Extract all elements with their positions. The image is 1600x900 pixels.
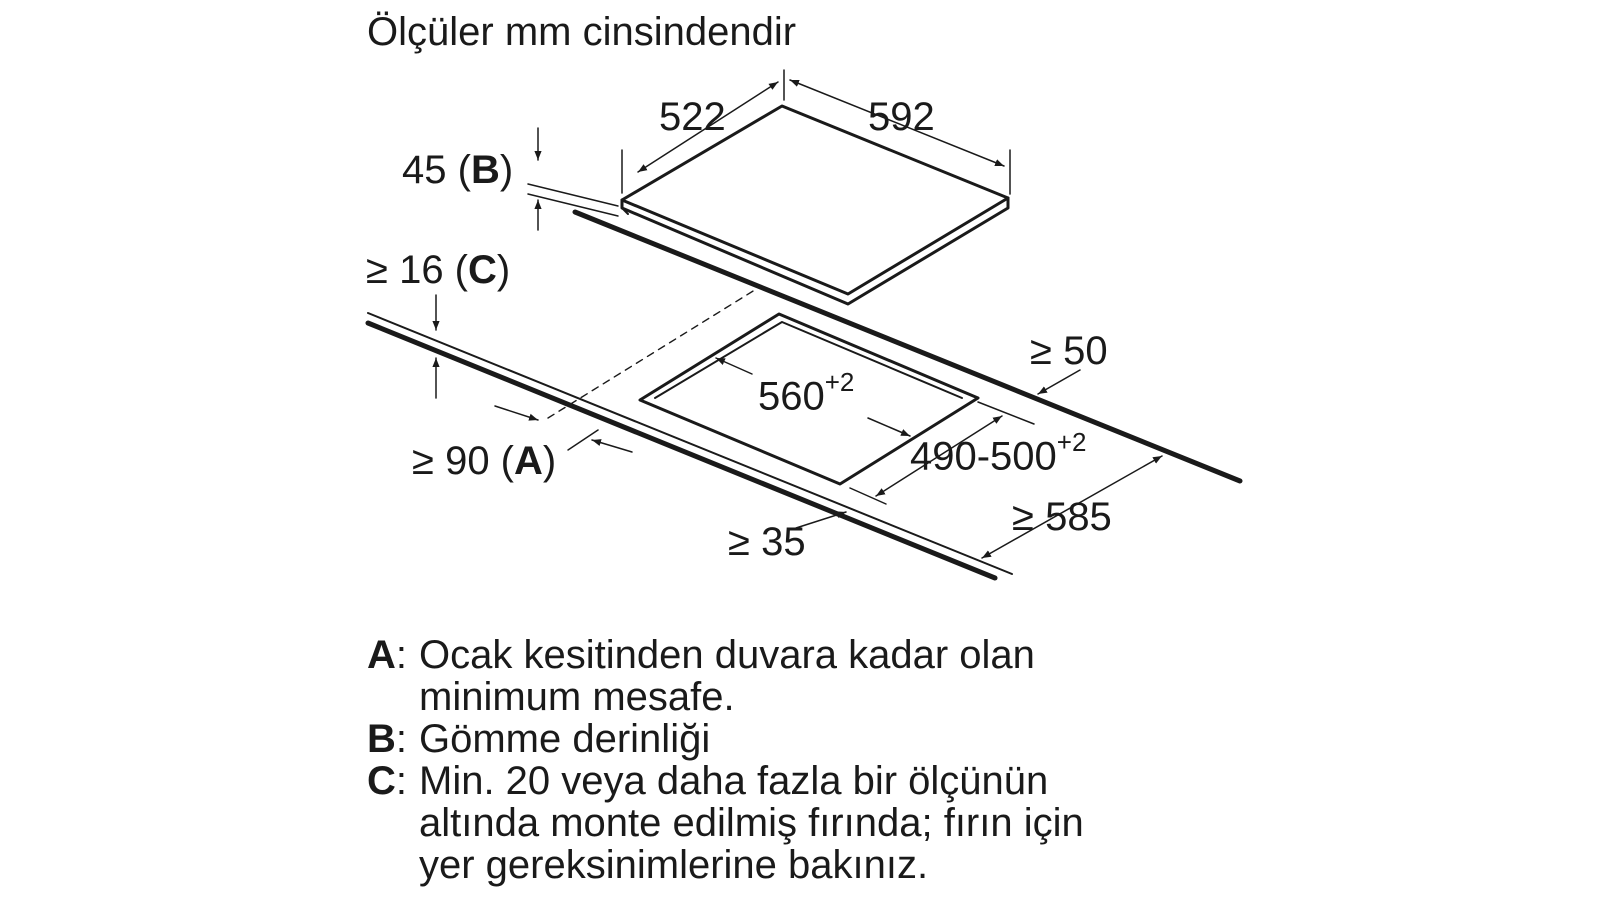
dim-592-label: 592: [868, 95, 935, 139]
dim-90-lines: [494, 405, 633, 453]
legend-item-c: C: Min. 20 veya daha fazla bir ölçünün a…: [367, 759, 1084, 887]
dim-45-label: 45 (B): [402, 148, 514, 192]
dim-45-lines: [527, 127, 619, 231]
legend-text: Min. 20 veya daha fazla bir ölçünün altı…: [419, 759, 1084, 887]
dim-50-lines: [1037, 369, 1081, 395]
cutout: [638, 312, 980, 486]
legend-key: A: [367, 633, 396, 677]
dim-560-label: 560+2: [758, 367, 855, 419]
dim-522-lines: [621, 69, 785, 194]
dim-16-label: ≥ 16 (C): [366, 248, 511, 292]
dim-592-lines: [789, 79, 1011, 195]
legend-key: C: [367, 759, 396, 803]
dim-50-label: ≥ 50: [1030, 329, 1108, 373]
dim-35-lines: [795, 511, 847, 529]
dim-90-label: ≥ 90 (A): [412, 439, 557, 483]
dim-585-label: ≥ 585: [1012, 495, 1112, 539]
diagram-title: Ölçüler mm cinsindendir: [367, 10, 797, 54]
dim-490-label: 490-500+2: [910, 427, 1087, 479]
projection-line: [547, 287, 759, 419]
legend-text: Ocak kesitinden duvara kadar olan minimu…: [419, 633, 1035, 719]
dim-35-label: ≥ 35: [728, 520, 806, 564]
dim-490-lines: [849, 401, 1035, 505]
legend-text: Gömme derinliği: [419, 717, 711, 761]
dim-585-lines: [981, 455, 1163, 559]
legend-key: B: [367, 717, 396, 761]
legend-item-a: A: Ocak kesitinden duvara kadar olan min…: [367, 633, 1035, 719]
legend-item-b: B: Gömme derinliği: [367, 717, 711, 761]
dim-522-label: 522: [659, 95, 726, 139]
worktop: [365, 209, 1243, 581]
legend: A: Ocak kesitinden duvara kadar olan min…: [367, 634, 1084, 886]
